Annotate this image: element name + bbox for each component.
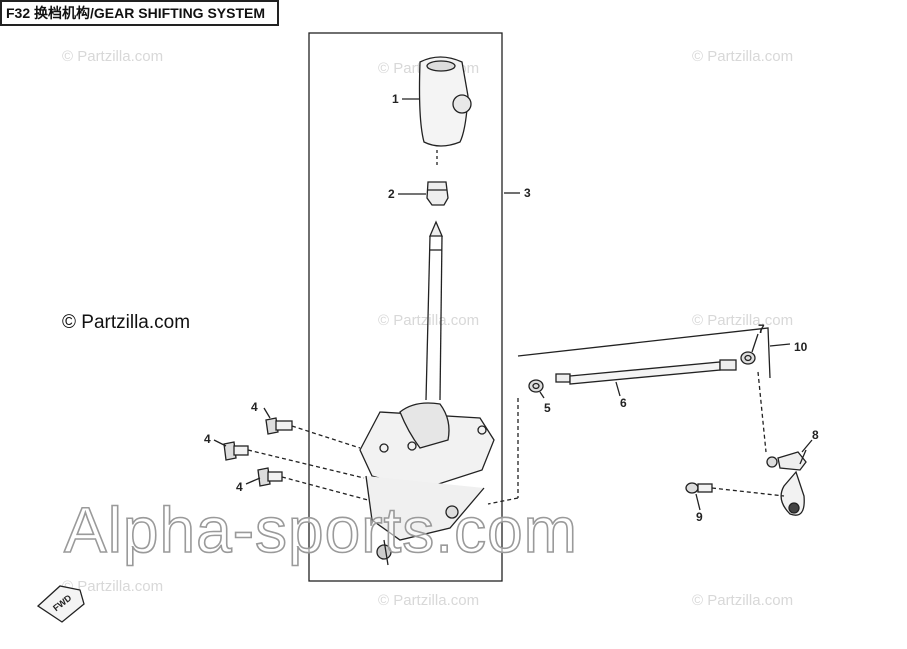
callout-1: 1 — [392, 92, 399, 106]
page-title: F32 换档机构/GEAR SHIFTING SYSTEM — [0, 0, 279, 26]
mounting-bolt — [223, 441, 365, 479]
watermark: © Partzilla.com — [692, 48, 794, 65]
shift-rod — [555, 359, 737, 385]
callout-9: 9 — [696, 510, 703, 524]
callout-3: 3 — [524, 186, 531, 200]
callout-2: 2 — [388, 187, 395, 201]
mounting-bolt — [265, 417, 361, 449]
callout-5: 5 — [544, 401, 551, 415]
callout-10: 10 — [794, 340, 808, 354]
assembly-frame — [308, 32, 503, 582]
watermark: © Partzilla.com — [62, 578, 164, 595]
nut — [487, 379, 544, 505]
watermark-large: Alpha-sports.com — [63, 493, 578, 567]
watermark: © Partzilla.com — [378, 592, 480, 609]
leader-lines — [213, 98, 813, 511]
watermark: © Partzilla.com — [692, 312, 794, 329]
callout-6: 6 — [620, 396, 627, 410]
callout-4: 4 — [204, 432, 211, 446]
callout-4: 4 — [236, 480, 243, 494]
watermark: © Partzilla.com — [692, 592, 794, 609]
shift-arm — [766, 449, 807, 516]
nut — [740, 351, 767, 453]
knob-nut — [426, 181, 449, 206]
callout-7: 7 — [758, 322, 765, 336]
watermark: © Partzilla.com — [62, 48, 164, 65]
shift-lever-rod — [425, 220, 443, 401]
shift-knob — [418, 56, 472, 168]
shifter-housing — [359, 402, 495, 566]
callout-8: 8 — [812, 428, 819, 442]
fwd-arrow-icon — [36, 585, 85, 623]
linkage-frame — [517, 327, 771, 379]
bolt — [685, 482, 785, 497]
watermark-dark: © Partzilla.com — [62, 312, 191, 333]
callout-4: 4 — [251, 400, 258, 414]
mounting-bolt — [257, 467, 369, 501]
